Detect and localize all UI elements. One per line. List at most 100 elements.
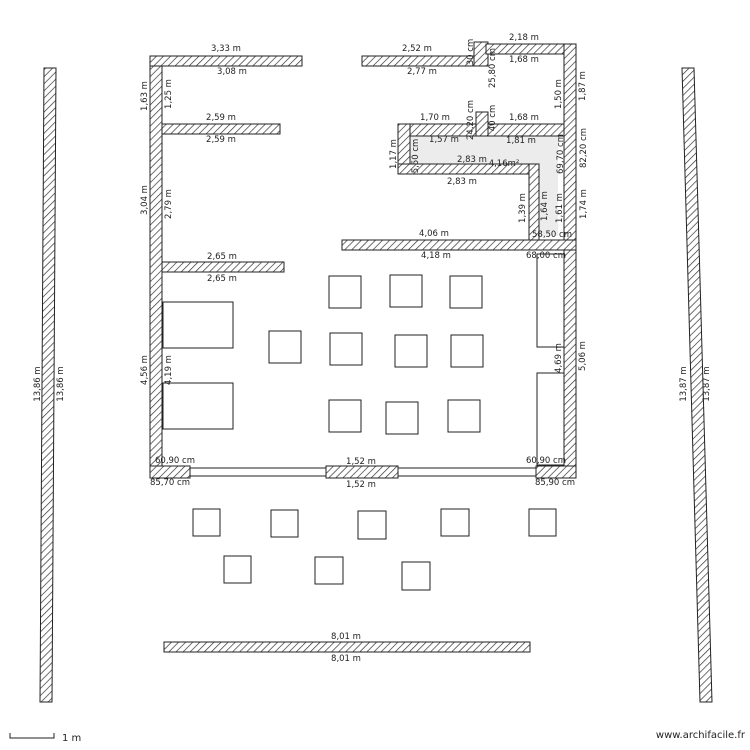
bed-lower[interactable] <box>162 382 234 430</box>
table-square[interactable] <box>328 399 362 433</box>
dim-label: 8,01 m <box>331 632 361 642</box>
wall-265[interactable] <box>161 261 285 273</box>
wall-small-room-right[interactable] <box>528 163 540 241</box>
wall-top-left[interactable] <box>149 55 303 67</box>
outdoor-square[interactable] <box>314 556 344 585</box>
dim-label: 1,68 m <box>509 55 539 65</box>
dim-label: 69,70 cm <box>556 134 566 174</box>
dim-label: 5,50 cm <box>411 139 421 174</box>
dim-label: 85,90 cm <box>535 478 575 488</box>
dim-label: 5,06 m <box>578 341 588 371</box>
wall-top-middle[interactable] <box>361 55 475 67</box>
outdoor-square[interactable] <box>192 508 221 537</box>
dim-label: 13,86 m <box>33 366 43 401</box>
table-square[interactable] <box>329 332 363 366</box>
dim-label: 40 cm <box>488 105 498 131</box>
dim-label: 1,87 m <box>578 71 588 101</box>
dim-label: 2,79 m <box>164 189 174 219</box>
table-square[interactable] <box>447 399 481 433</box>
table-square[interactable] <box>394 334 428 368</box>
wall-bottom-free[interactable] <box>163 641 531 653</box>
dim-label: 1,52 m <box>346 457 376 467</box>
wall-left-exterior[interactable] <box>149 55 163 477</box>
dim-label: 4,18 m <box>421 251 451 261</box>
window-bottom-right[interactable] <box>397 467 537 477</box>
wall-top-right[interactable] <box>485 43 577 55</box>
dim-label: 13,86 m <box>56 366 66 401</box>
dim-label: 58,50 cm <box>532 230 572 240</box>
dim-label: 24,20 cm <box>466 100 476 140</box>
dim-label: 1,39 m <box>518 193 528 223</box>
dim-label: 68,00 cm <box>526 251 566 261</box>
dim-label: 1,63 m <box>140 81 150 111</box>
outdoor-square[interactable] <box>440 508 470 537</box>
window-bottom-left[interactable] <box>189 467 327 477</box>
dim-label: 1,50 m <box>554 79 564 109</box>
wall-small-room-notch[interactable] <box>475 111 489 137</box>
wall-far-left[interactable] <box>39 67 57 703</box>
bed-upper[interactable] <box>162 301 234 349</box>
dim-label: 1,68 m <box>509 113 539 123</box>
table-square[interactable] <box>268 330 302 364</box>
dim-label: 2,65 m <box>207 274 237 284</box>
dim-label: 4,19 m <box>164 355 174 385</box>
dim-label: 2,52 m <box>402 44 432 54</box>
dim-label: 2,83 m <box>447 177 477 187</box>
cabinet-right-lower[interactable] <box>536 372 565 466</box>
outdoor-square[interactable] <box>223 555 252 584</box>
table-square[interactable] <box>450 334 484 368</box>
dim-label: 2,18 m <box>509 33 539 43</box>
dim-label: 8,01 m <box>331 654 361 664</box>
dim-label: 13,87 m <box>702 366 712 401</box>
table-square[interactable] <box>385 401 419 435</box>
dim-label: 4,69 m <box>554 343 564 373</box>
dim-label: 1,70 m <box>420 113 450 123</box>
cabinet-right-upper[interactable] <box>536 253 565 348</box>
dim-label: 1,25 m <box>164 79 174 109</box>
dim-label: 60,90 cm <box>526 456 566 466</box>
credit-text: www.archifacile.fr <box>656 730 746 741</box>
wall-bottom-center[interactable] <box>325 465 399 479</box>
scale-bar <box>9 733 55 739</box>
wall-small-room-top-right[interactable] <box>487 123 565 137</box>
outdoor-square[interactable] <box>401 561 431 591</box>
dim-label: 25,80 cm <box>488 48 498 88</box>
dim-label: 3,08 m <box>217 67 247 77</box>
table-square[interactable] <box>449 275 483 309</box>
dim-label: 1,17 m <box>389 139 399 169</box>
dim-label: 82,20 cm <box>579 128 589 168</box>
dim-label: 1,74 m <box>579 189 589 219</box>
dim-label: 3,33 m <box>211 44 241 54</box>
dim-label: 85,70 cm <box>150 478 190 488</box>
table-square[interactable] <box>389 274 423 308</box>
wall-far-right[interactable] <box>681 67 713 703</box>
outdoor-square[interactable] <box>270 509 299 538</box>
wall-406[interactable] <box>341 239 577 251</box>
dim-label: 3,04 m <box>140 185 150 215</box>
wall-259[interactable] <box>161 123 281 135</box>
wall-bottom-left-stub[interactable] <box>149 465 191 479</box>
dim-label: 4,56 m <box>140 355 150 385</box>
dim-label: 60,90 cm <box>155 456 195 466</box>
dim-label: 4,16m² <box>489 159 520 169</box>
dim-label: 2,59 m <box>206 135 236 145</box>
table-square[interactable] <box>328 275 362 309</box>
dim-label: 1,52 m <box>346 480 376 490</box>
outdoor-square[interactable] <box>357 510 387 540</box>
dim-label: 2,77 m <box>407 67 437 77</box>
wall-bottom-right-stub[interactable] <box>535 465 577 479</box>
outdoor-square[interactable] <box>528 508 557 537</box>
dim-label: 4,06 m <box>419 229 449 239</box>
dim-label: 1,64 m <box>540 191 550 221</box>
dim-label: 2,83 m <box>457 155 487 165</box>
dim-label: 30 cm <box>466 39 476 65</box>
small-room-fill <box>410 136 558 236</box>
dim-label: 1,61 m <box>555 193 565 223</box>
dim-label: 13,87 m <box>679 366 689 401</box>
dim-label: 2,65 m <box>207 252 237 262</box>
dim-label: 2,59 m <box>206 113 236 123</box>
scale-label: 1 m <box>62 733 81 744</box>
dim-label: 1,81 m <box>506 136 536 146</box>
dim-label: 1,57 m <box>429 135 459 145</box>
